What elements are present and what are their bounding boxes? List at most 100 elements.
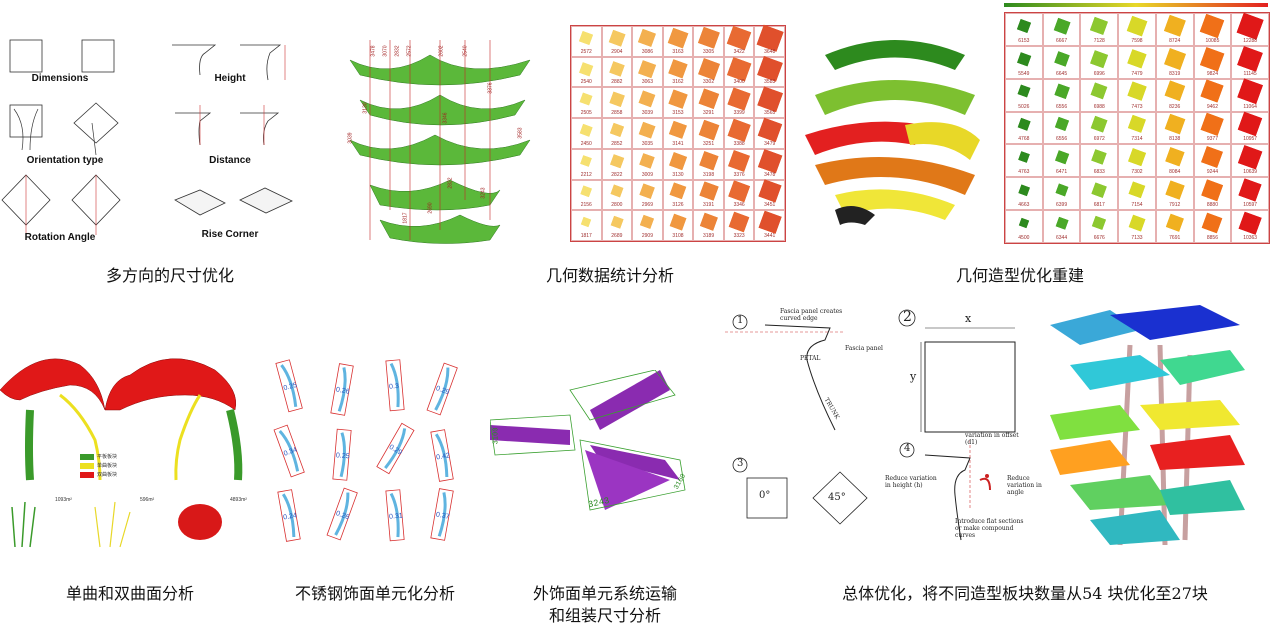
panel-glyph: [610, 153, 624, 168]
grid-value: 3565: [764, 110, 776, 117]
panel-glyph: [669, 213, 687, 231]
grid-cell: 2800: [601, 179, 633, 211]
grid-value: 3035: [641, 140, 653, 147]
unit-ratio: 0.25: [283, 382, 298, 392]
grid-cell: 7128: [1080, 13, 1119, 46]
panel-glyph: [1090, 82, 1108, 100]
grid-value: 2540: [580, 79, 592, 86]
grid-cell: 8084: [1155, 144, 1194, 178]
unit-panel: 0.42: [430, 429, 454, 482]
grid-value: 2212: [580, 171, 592, 178]
deg0-label: 0°: [759, 490, 771, 501]
panel-glyph: [608, 29, 625, 46]
grid-cell: 3108: [662, 210, 694, 241]
grid-value: 3162: [672, 79, 684, 86]
grid-cell: 8236: [1155, 78, 1194, 112]
grid-value: 8084: [1169, 169, 1181, 176]
grid-cell: 1817: [571, 210, 602, 241]
panel-glyph: [1238, 178, 1262, 202]
grid-value: 5026: [1018, 103, 1030, 110]
tower-dim: 3130: [362, 102, 369, 114]
grid-value: 10597: [1243, 202, 1258, 209]
panel-glyph: [1165, 213, 1184, 233]
grid-cell: 7302: [1118, 144, 1156, 178]
sketch-num: 3: [737, 458, 744, 469]
grid-value: 7598: [1131, 37, 1143, 44]
panel-glyph: [638, 59, 657, 78]
panel-glyph: [1054, 83, 1069, 99]
panel-glyph: [1238, 145, 1263, 170]
panel-glyph: [579, 92, 593, 106]
panel-glyph: [1200, 46, 1225, 71]
grid-cell: 2156: [571, 179, 602, 211]
grid-cell: 4768: [1005, 111, 1043, 145]
grid-value: 4768: [1018, 136, 1030, 143]
panel-glyph: [1237, 78, 1263, 104]
grid-value: 7691: [1169, 235, 1181, 241]
unit-ratio: 0.3: [389, 383, 399, 391]
panel-glyph: [580, 123, 593, 137]
unit-ratio: 0.34: [283, 447, 298, 458]
panel-glyph: [1237, 112, 1263, 137]
grid-cell: 3086: [632, 26, 663, 57]
grid-cell: 3302: [693, 56, 724, 88]
label-height: Height: [214, 73, 246, 84]
panel-glyph: [640, 215, 655, 230]
panel-glyph: [1054, 117, 1069, 132]
grid-cell: 3399: [723, 87, 755, 119]
spiral-model: [805, 40, 980, 225]
unit-panel: 0.26: [330, 363, 354, 416]
grid-cell: 6399: [1042, 177, 1081, 211]
caption-stainless-unit: 不锈钢饰面单元化分析: [294, 584, 455, 603]
tower-dim: 3243: [480, 187, 487, 199]
grid-cell: 3400: [723, 56, 755, 88]
grid-cell: 4763: [1005, 144, 1043, 178]
grid-cell: 4663: [1005, 177, 1043, 211]
grid-value: 10639: [1243, 169, 1258, 176]
panel-glyph: [726, 25, 752, 51]
legend-swatch: [80, 453, 94, 460]
grid-value: 6153: [1018, 37, 1030, 44]
deg45-label: 45°: [828, 492, 846, 503]
grid-value: 9824: [1206, 70, 1218, 77]
transport-model: [490, 370, 686, 511]
grid-cell: 6988: [1080, 78, 1119, 112]
panel-curvature-analysis: 平板板块 单曲板块 双曲板块 1093m² 596m² 4893m² 单曲和双曲…: [0, 330, 260, 610]
fascia-panel: Fascia panel: [845, 345, 883, 352]
legend-swatch: [80, 462, 94, 469]
caption-overall-optimization: 总体优化，将不同造型板块数量从54 块优化至27块: [842, 584, 1208, 603]
panel-glyph: [609, 91, 625, 107]
grid-cell: 9377: [1193, 111, 1232, 145]
grid-cell: 2540: [571, 56, 602, 88]
label-rotation: Rotation Angle: [24, 232, 96, 243]
grid-cell: 3141: [662, 118, 694, 149]
grid-value: 3086: [641, 48, 653, 55]
unit-ratio: 0.26: [335, 386, 350, 395]
grid-value: 6667: [1056, 37, 1068, 44]
arch-model: [0, 358, 243, 481]
grid-value: 3009: [641, 171, 653, 178]
panel-glyph: [758, 179, 782, 204]
grid-cell: 8319: [1155, 45, 1194, 79]
panel-glyph: [1018, 151, 1030, 163]
grid-value: 2689: [611, 232, 623, 239]
dimension-diagrams: [1, 39, 293, 235]
tower-dim: 2832: [394, 45, 401, 57]
panel-glyph: [668, 89, 688, 109]
grid-value: 3189: [703, 232, 715, 239]
grid-cell: 2904: [601, 26, 633, 57]
grid-value: 2800: [611, 202, 623, 209]
panel-glyph: [757, 86, 783, 112]
grid-value: 6817: [1093, 202, 1105, 209]
unit-panel: 0.25: [275, 359, 303, 413]
panel-glyph: [1128, 148, 1146, 166]
panel-glyph: [1055, 183, 1069, 197]
panel-glyph: [698, 88, 720, 110]
panel-glyph: [698, 119, 719, 141]
grid-cell: 6817: [1080, 177, 1119, 211]
grid-value: 3422: [733, 48, 745, 55]
grid-cell: 9244: [1193, 144, 1232, 178]
panel-glyph: [1164, 80, 1186, 102]
tower-dim: 3346: [442, 112, 449, 124]
panel-glyph: [1201, 113, 1224, 136]
